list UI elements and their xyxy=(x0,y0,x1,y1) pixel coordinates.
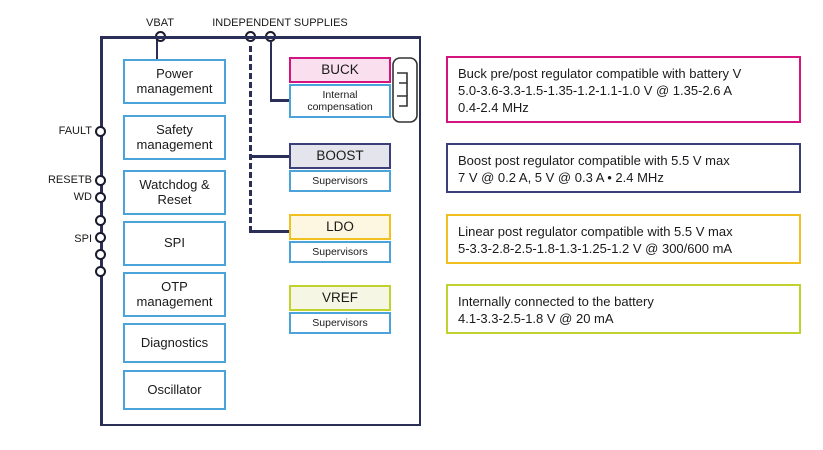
block-spi[interactable]: SPI xyxy=(123,221,226,266)
wire-supply-to-boost xyxy=(249,155,291,158)
callout-boost-line-1: Boost post regulator compatible with 5.5… xyxy=(458,153,730,168)
block-power-management[interactable]: Power management xyxy=(123,59,226,104)
pin-dot-wd xyxy=(95,192,106,203)
regulator-boost-sub[interactable]: Supervisors xyxy=(289,170,391,192)
callout-buck: Buck pre/post regulator compatible with … xyxy=(446,56,801,123)
wire-chip-top-rail xyxy=(101,36,421,39)
pin-dot-resetb xyxy=(95,175,106,186)
callout-ldo-line-2: 5-3.3-2.8-2.5-1.8-1.3-1.25-1.2 V @ 300/6… xyxy=(458,241,733,257)
wire-supply-to-ldo xyxy=(249,230,291,233)
callout-ldo: Linear post regulator compatible with 5.… xyxy=(446,214,801,264)
pin-dot-fault xyxy=(95,126,106,137)
block-safety-management[interactable]: Safety management xyxy=(123,115,226,160)
callout-vref-line-2: 4.1-3.3-2.5-1.8 V @ 20 mA xyxy=(458,311,614,327)
regulator-vref-header[interactable]: VREF xyxy=(289,285,391,311)
block-otp-management[interactable]: OTP management xyxy=(123,272,226,317)
block-oscillator[interactable]: Oscillator xyxy=(123,370,226,410)
callout-vref-line-1: Internally connected to the battery xyxy=(458,294,654,309)
wire-supply-trunk-vertical xyxy=(269,42,272,101)
wire-left-pin-rail xyxy=(100,36,103,426)
regulator-boost-header[interactable]: BOOST xyxy=(289,143,391,169)
top-label-independent-supplies: INDEPENDENT SUPPLIES xyxy=(212,17,348,29)
callout-boost: Boost post regulator compatible with 5.5… xyxy=(446,143,801,193)
wire-supply-to-buck xyxy=(269,99,291,102)
pin-label-spi: SPI xyxy=(74,233,92,245)
callout-buck-line-2: 5.0-3.6-3.3-1.5-1.35-1.2-1.1-1.0 V @ 1.3… xyxy=(458,83,733,99)
pin-dot-spi-3 xyxy=(95,249,106,260)
wire-independent-supply-dashed-rail xyxy=(249,46,252,232)
callout-buck-line-3: 0.4-2.4 MHz xyxy=(458,100,529,116)
regulator-buck-header[interactable]: BUCK xyxy=(289,57,391,83)
callout-vref: Internally connected to the battery 4.1-… xyxy=(446,284,801,334)
pin-dot-spi-4 xyxy=(95,266,106,277)
regulator-vref-sub[interactable]: Supervisors xyxy=(289,312,391,334)
pin-dot-spi-1 xyxy=(95,215,106,226)
pin-label-wd: WD xyxy=(73,191,92,203)
regulator-buck-sub[interactable]: Internal compensation xyxy=(289,84,391,118)
callout-ldo-line-1: Linear post regulator compatible with 5.… xyxy=(458,224,733,239)
callout-buck-line-1: Buck pre/post regulator compatible with … xyxy=(458,66,742,81)
pin-label-resetb: RESETB xyxy=(47,174,92,186)
block-diagnostics[interactable]: Diagnostics xyxy=(123,323,226,363)
wire-vbat-stub xyxy=(155,36,158,64)
callout-boost-line-2: 7 V @ 0.2 A, 5 V @ 0.3 A • 2.4 MHz xyxy=(458,170,664,186)
regulator-ldo-sub[interactable]: Supervisors xyxy=(289,241,391,263)
pin-label-fault: FAULT xyxy=(58,125,92,137)
inductor-coil-icon xyxy=(390,56,420,124)
regulator-ldo-header[interactable]: LDO xyxy=(289,214,391,240)
pin-dot-spi-2 xyxy=(95,232,106,243)
top-label-vbat: VBAT xyxy=(146,17,174,29)
block-watchdog-reset[interactable]: Watchdog & Reset xyxy=(123,170,226,215)
